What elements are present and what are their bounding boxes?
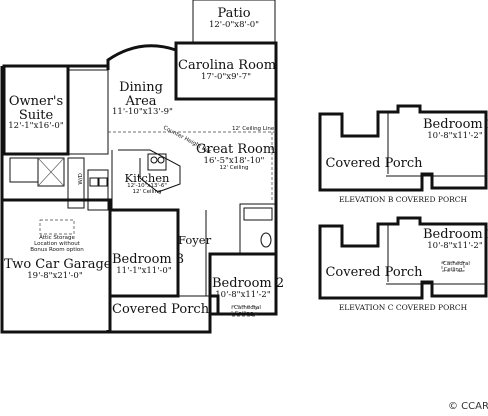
- elevation-b-porch-label: Covered Porch: [325, 156, 423, 171]
- elevation-c-title: ELEVATION C COVERED PORCH: [338, 303, 468, 312]
- cathedral-ceiling-note: Cathedral Ceiling: [234, 305, 261, 317]
- covered-porch-label: Covered Porch: [112, 302, 210, 317]
- watermark: © CCAR: [448, 401, 488, 412]
- elevation-b-title: ELEVATION B COVERED PORCH: [338, 195, 468, 204]
- elevation-c-cathedral-note: Cathedral Ceiling: [443, 261, 470, 273]
- ceiling-line-note: 12' Ceiling Line: [232, 126, 275, 132]
- washer-dryer-label: W/D: [77, 173, 84, 185]
- elevation-c-porch-label: Covered Porch: [325, 265, 423, 280]
- foyer-label: Foyer: [178, 233, 212, 247]
- attic-storage-note: Attic Storage Location without Bonus Roo…: [30, 235, 84, 253]
